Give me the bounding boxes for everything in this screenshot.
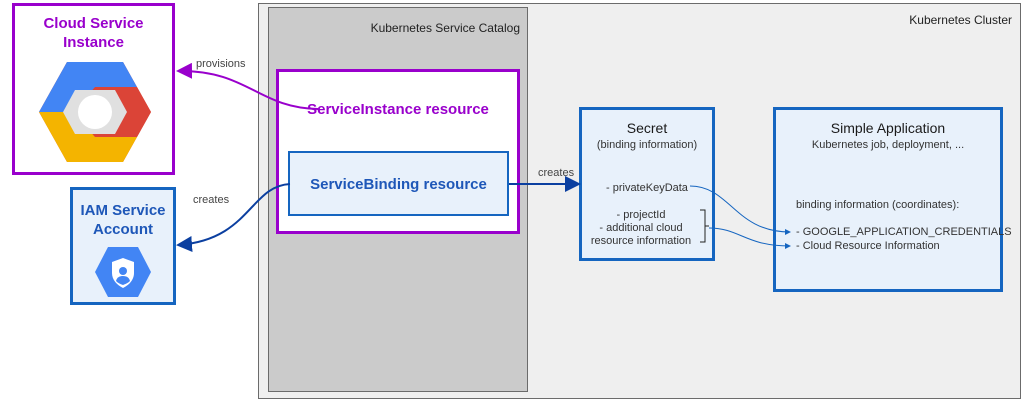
app-item-resource-info: - Cloud Resource Information — [796, 240, 940, 252]
private-key-mapping-arrow — [689, 185, 791, 235]
simple-application-box: Simple Application Kubernetes job, deplo… — [773, 107, 1012, 292]
iam-title-line2: Account — [93, 221, 153, 238]
cloud-instance-title-line1: Cloud Service — [43, 15, 144, 32]
cloud-instance-title-line2: Instance — [63, 34, 124, 51]
cloud-instance-title: Cloud Service Instance — [15, 14, 172, 52]
secret-subtitle: (binding information) — [596, 139, 698, 151]
secret-title: Secret — [626, 120, 668, 136]
creates-iam-arrow — [176, 183, 291, 253]
iam-title: IAM Service Account — [73, 201, 173, 239]
catalog-label: Kubernetes Service Catalog — [370, 21, 520, 35]
resource-info-mapping-arrow — [708, 227, 791, 249]
app-subtitle: Kubernetes job, deployment, ... — [811, 139, 965, 151]
iam-service-account-box: IAM Service Account — [70, 187, 176, 305]
app-item-credentials: - GOOGLE_APPLICATION_CREDENTIALS — [796, 226, 1012, 238]
iam-shield-icon — [95, 247, 151, 297]
creates-iam-label: creates — [193, 194, 230, 206]
cloud-service-instance-box: Cloud Service Instance — [12, 3, 175, 175]
provisions-arrow — [176, 62, 319, 110]
app-title: Simple Application — [830, 120, 946, 136]
secret-additional-2: resource information — [590, 235, 692, 247]
service-binding-label: ServiceBinding resource — [310, 176, 487, 193]
cluster-label: Kubernetes Cluster — [909, 13, 1012, 27]
secret-project-id: - projectId — [616, 209, 666, 221]
service-instance-label: ServiceInstance resource — [307, 101, 489, 118]
provisions-label: provisions — [196, 58, 246, 70]
service-binding-box: ServiceBinding resource — [288, 151, 509, 216]
secret-bracket — [700, 209, 706, 243]
creates-secret-label: creates — [538, 167, 575, 179]
secret-private-key: - privateKeyData — [606, 182, 688, 194]
iam-title-line1: IAM Service — [80, 202, 166, 219]
app-binding-info: binding information (coordinates): — [796, 199, 960, 211]
gcp-logo-icon — [39, 62, 151, 162]
secret-additional-1: - additional cloud — [599, 222, 683, 234]
secret-box: Secret (binding information) - privateKe… — [579, 107, 715, 261]
